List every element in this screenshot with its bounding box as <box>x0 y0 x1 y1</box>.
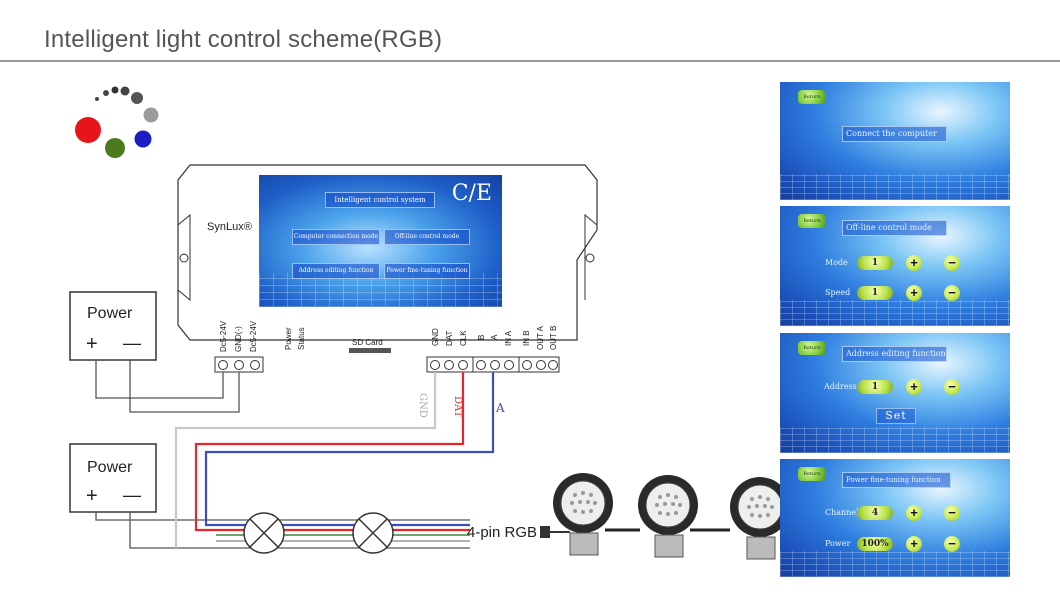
address-editing-bar: Address editing function <box>842 346 947 362</box>
mode-plus-button[interactable]: + <box>906 255 922 271</box>
power2-minus: — <box>123 485 141 505</box>
power-value[interactable]: 100% <box>857 537 893 551</box>
terminal-label-out-b: OUT B <box>549 326 558 350</box>
terminal-label-clk: CLK <box>459 330 468 346</box>
power1-label: Power <box>87 305 133 322</box>
spotlight-3 <box>730 477 790 560</box>
power-label: Power <box>825 539 851 548</box>
sd-card-label: SD Card <box>352 338 383 347</box>
indicator-power-label: Power <box>284 327 293 350</box>
terminal-block-right <box>426 356 560 373</box>
speed-value[interactable]: 1 <box>857 286 893 300</box>
terminal-label-b: B <box>477 335 486 340</box>
connect-computer-bar[interactable]: Connect the computer <box>842 126 947 142</box>
gnd-wire-label: GND <box>417 393 428 418</box>
controller-screen: C/E Intelligent control system Computer … <box>259 175 502 307</box>
speed-minus-button[interactable]: − <box>944 285 960 301</box>
terminal-label-in-b: IN B <box>522 330 531 346</box>
mode-label: Mode <box>825 258 848 267</box>
panel-grid <box>780 300 1010 326</box>
power-minus-button[interactable]: − <box>944 536 960 552</box>
return-button[interactable]: Return <box>798 214 826 228</box>
power-plus-button[interactable]: + <box>906 536 922 552</box>
terminal-label-out-a: OUT A <box>536 325 545 350</box>
set-button[interactable]: Set <box>876 408 916 424</box>
a-wire-label: A <box>495 401 505 415</box>
terminal-label-a: A <box>490 334 499 340</box>
controller-brand: SynLux® <box>207 221 252 233</box>
power1-minus: — <box>123 333 141 353</box>
address-label: Address <box>824 382 857 391</box>
address-editing-button[interactable]: Address editing function <box>292 263 380 279</box>
lamp-symbol-1 <box>243 512 285 554</box>
terminal-label-gnd-out: GND <box>431 328 440 346</box>
panel-address: Return Address editing function Address … <box>780 333 1010 453</box>
terminal-label-dat: DAT <box>445 330 454 346</box>
dat-wire-label: DAT <box>452 396 463 418</box>
screen-title-bar: Intelligent control system <box>325 192 435 208</box>
terminal-label-in-a: IN A <box>504 330 513 346</box>
a-wire <box>204 372 495 527</box>
channel-minus-button[interactable]: − <box>944 505 960 521</box>
power-fine-tuning-button[interactable]: Power fine-tuning function <box>384 263 470 279</box>
offline-control-bar: Off-line control mode <box>842 220 947 236</box>
offline-control-button[interactable]: Off-line control mode <box>384 229 470 245</box>
mode-value[interactable]: 1 <box>857 256 893 270</box>
gnd-wire <box>174 372 437 548</box>
channel-plus-button[interactable]: + <box>906 505 922 521</box>
panel-power: Return Power fine-tuning function Channe… <box>780 459 1010 577</box>
power1-plus: + <box>86 333 98 355</box>
mode-minus-button[interactable]: − <box>944 255 960 271</box>
power2-plus: + <box>86 485 98 507</box>
dat-wire <box>194 372 470 532</box>
return-button[interactable]: Return <box>798 90 826 104</box>
power-fine-tuning-bar: Power fine-tuning function <box>842 472 951 488</box>
title-divider <box>0 60 1060 62</box>
panel-grid <box>780 551 1010 577</box>
page-title: Intelligent light control scheme(RGB) <box>44 26 443 53</box>
power-supply-2 <box>69 443 157 513</box>
power-supply-1 <box>69 291 157 361</box>
address-value[interactable]: 1 <box>857 380 893 394</box>
address-plus-button[interactable]: + <box>906 379 922 395</box>
channel-label: Channel <box>825 508 859 517</box>
address-minus-button[interactable]: − <box>944 379 960 395</box>
terminal-block-left <box>214 356 264 373</box>
power2-label: Power <box>87 459 133 476</box>
panel-offline: Return Off-line control mode Mode 1 + − … <box>780 206 1010 326</box>
rgb-dots-logo <box>75 86 159 158</box>
terminal-label-gnd: GND(-) <box>234 326 243 352</box>
channel-value[interactable]: 4 <box>857 506 893 520</box>
rgb-connector-label: 4-pin RGB <box>467 524 537 541</box>
indicator-status-label: Status <box>297 327 306 350</box>
lamp-symbol-2 <box>352 512 394 554</box>
power1-wires <box>95 360 240 413</box>
ce-logo: C/E <box>451 181 492 206</box>
spotlight-2 <box>638 475 698 558</box>
rgb-connector <box>540 526 730 538</box>
return-button[interactable]: Return <box>798 467 826 481</box>
speed-plus-button[interactable]: + <box>906 285 922 301</box>
power2-wires <box>95 512 470 549</box>
return-button[interactable]: Return <box>798 341 826 355</box>
computer-connection-button[interactable]: Computer connection mode <box>292 229 380 245</box>
panel-grid <box>780 174 1010 200</box>
terminal-label-dc2: Dc5-24V <box>249 320 258 352</box>
terminal-label-dc1: Dc5-24V <box>219 320 228 352</box>
panel-grid <box>780 427 1010 453</box>
spotlight-1 <box>553 473 613 556</box>
panel-connect: Return Connect the computer <box>780 82 1010 200</box>
speed-label: Speed <box>825 288 851 297</box>
